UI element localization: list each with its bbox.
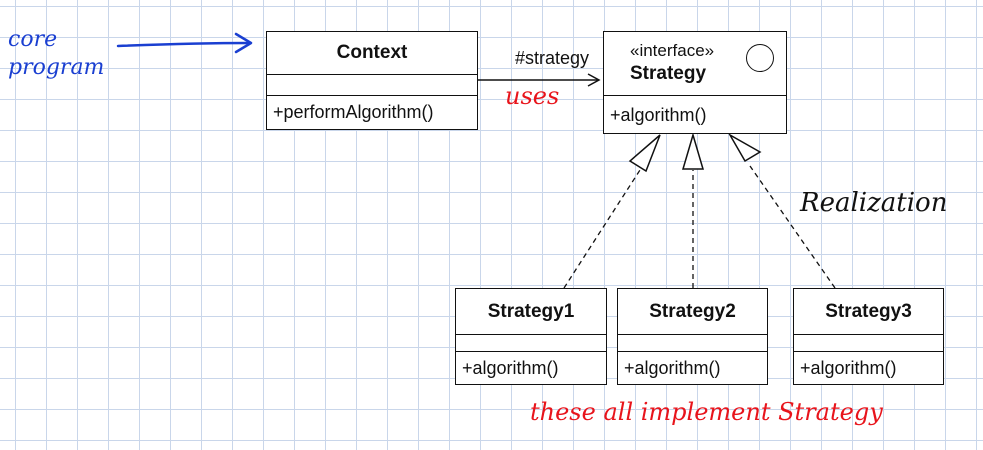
context-class[interactable]: Context +performAlgorithm() <box>266 31 478 130</box>
strategy2-attributes <box>618 335 767 352</box>
interface-stereotype: «interface» <box>630 41 715 60</box>
strategy1-class[interactable]: Strategy1 +algorithm() <box>455 288 607 385</box>
strategy3-class[interactable]: Strategy3 +algorithm() <box>793 288 944 385</box>
association-arrowhead <box>587 73 601 87</box>
realization-line-1 <box>563 169 641 289</box>
strategy1-name: Strategy1 <box>456 289 606 335</box>
realization-triangle-1 <box>628 134 661 173</box>
context-operation: +performAlgorithm() <box>273 102 434 122</box>
strategy-interface[interactable]: «interface» Strategy +algorithm() <box>603 31 787 134</box>
strategy3-name: Strategy3 <box>794 289 943 335</box>
implement-note: these all implement Strategy <box>530 398 883 426</box>
realization-note: Realization <box>800 188 948 218</box>
realization-line-3 <box>749 165 836 289</box>
strategy3-attributes <box>794 335 943 352</box>
strategy2-name: Strategy2 <box>618 289 767 335</box>
core-program-arrow <box>116 41 252 48</box>
core-program-arrowhead <box>234 32 253 54</box>
strategy-interface-operation: +algorithm() <box>610 105 707 125</box>
core-program-note: core program <box>8 27 105 80</box>
interface-circle-icon <box>746 44 774 72</box>
strategy1-operation: +algorithm() <box>462 358 559 378</box>
strategy3-operation: +algorithm() <box>800 358 897 378</box>
context-attributes <box>267 75 477 96</box>
uses-note: uses <box>505 82 560 110</box>
strategy2-class[interactable]: Strategy2 +algorithm() <box>617 288 768 385</box>
strategy2-operation: +algorithm() <box>624 358 721 378</box>
strategy-interface-name: Strategy <box>630 63 707 84</box>
realization-triangle-3 <box>727 132 762 163</box>
strategy1-attributes <box>456 335 606 352</box>
association-role-label: #strategy <box>515 48 590 68</box>
realization-triangle-2 <box>681 132 705 170</box>
strategy-interface-header: «interface» Strategy <box>604 32 786 96</box>
context-class-name: Context <box>267 32 477 75</box>
